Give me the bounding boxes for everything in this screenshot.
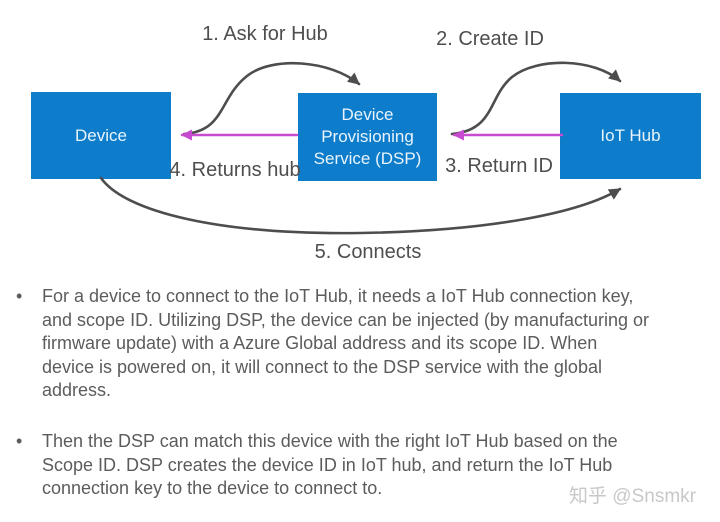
node-device-label: Device bbox=[75, 125, 127, 145]
node-iot-hub-label: IoT Hub bbox=[600, 126, 661, 145]
watermark: 知乎 @Snsmkr bbox=[569, 486, 696, 507]
arrow-label-ask-for-hub: 1. Ask for Hub bbox=[202, 23, 328, 45]
arrow-connects bbox=[99, 176, 622, 235]
arrow-label-returns-hub: 4. Returns hub bbox=[169, 159, 301, 181]
node-dsp: Device Provisioning Service (DSP) bbox=[298, 93, 437, 181]
bullet-marker: • bbox=[16, 286, 23, 306]
node-device: Device bbox=[31, 92, 171, 179]
node-iot-hub: IoT Hub bbox=[560, 93, 701, 179]
arrow-label-return-id: 3. Return ID bbox=[445, 155, 553, 177]
arrow-label-connects: 5. Connects bbox=[314, 241, 422, 263]
arrow-label-create-id: 2. Create ID bbox=[436, 28, 544, 50]
bullet-marker: • bbox=[16, 431, 23, 451]
bullet-paragraph-2: Then the DSP can match this device with … bbox=[42, 431, 618, 498]
bullet-paragraph-1: For a device to connect to the IoT Hub, … bbox=[42, 286, 649, 400]
node-dsp-label: Device Provisioning Service (DSP) bbox=[313, 105, 422, 168]
